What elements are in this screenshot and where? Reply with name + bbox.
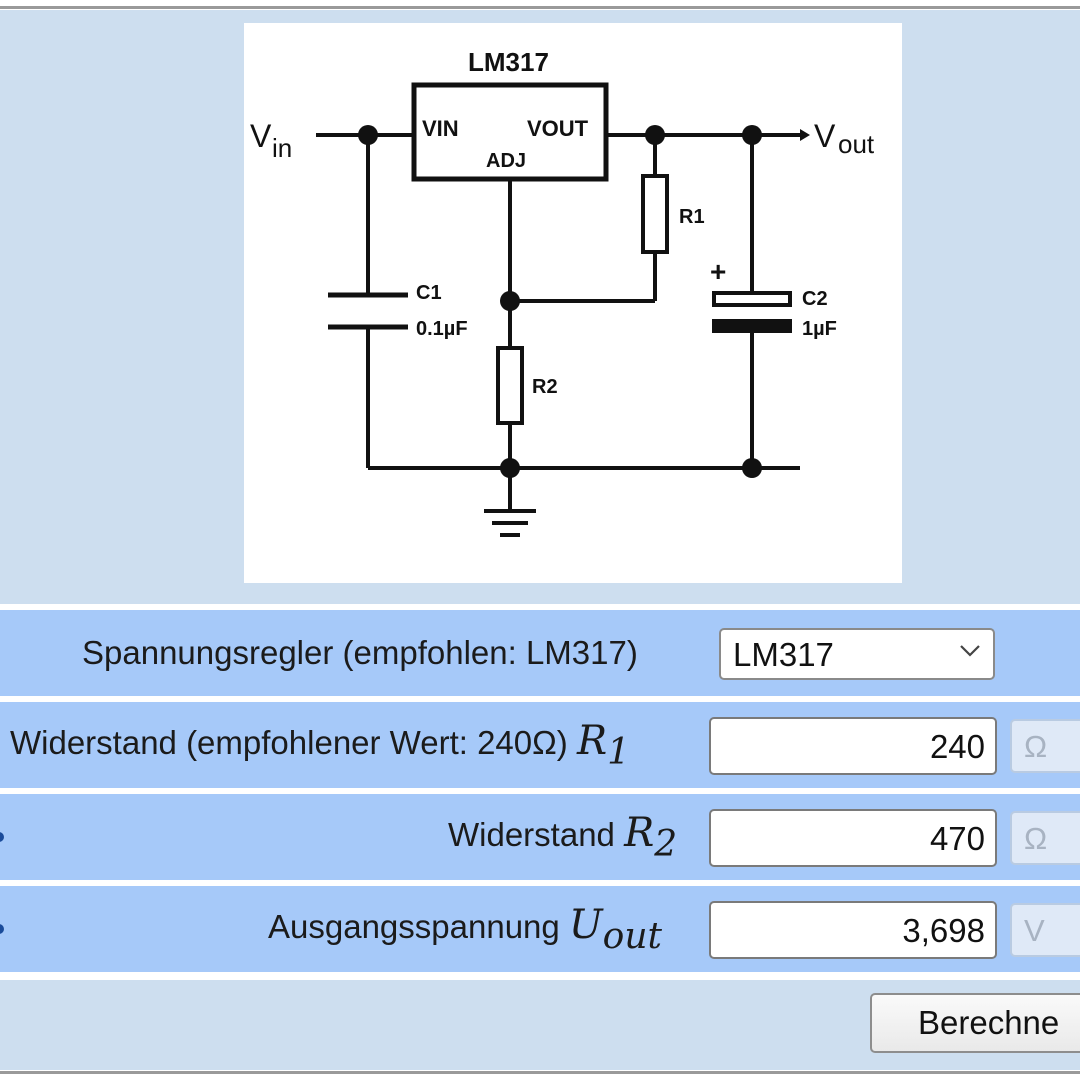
c2-name-label: C2 bbox=[802, 288, 828, 310]
vin-label: V bbox=[250, 118, 272, 154]
regulator-label: Spannungsregler (empfohlen: LM317) bbox=[82, 634, 638, 671]
r1-symbol: R1 bbox=[576, 718, 630, 773]
r1-label-text: Widerstand (empfohlener Wert: 240Ω) bbox=[10, 724, 568, 761]
calculate-button[interactable]: Berechne bbox=[870, 993, 1080, 1053]
c2-value-label: 1µF bbox=[802, 318, 837, 340]
calculate-button-label: Berechne bbox=[918, 1004, 1060, 1041]
regulator-selected-value: LM317 bbox=[733, 636, 834, 673]
uout-unit: V bbox=[1024, 913, 1045, 948]
ic-name-label: LM317 bbox=[468, 47, 549, 77]
uout-symbol: Uout bbox=[568, 902, 662, 957]
row-marker bbox=[0, 924, 4, 934]
uout-label-text: Ausgangsspannung bbox=[268, 908, 560, 945]
uout-output[interactable]: 3,698 bbox=[709, 901, 997, 959]
row-separator bbox=[0, 972, 1080, 978]
pin-vin-label: VIN bbox=[422, 116, 459, 141]
chevron-down-icon bbox=[960, 645, 980, 657]
uout-symbol-sub: out bbox=[602, 916, 662, 957]
row-separator bbox=[0, 604, 1080, 610]
c1-value-label: 0.1µF bbox=[416, 318, 468, 340]
pin-adj-label: ADJ bbox=[486, 150, 526, 172]
schematic-drawing: LM317 VIN VOUT ADJ V in V out R1 R2 C1 0… bbox=[250, 47, 875, 537]
vin-sub-label: in bbox=[272, 133, 292, 163]
r1-unit-field: Ω bbox=[1010, 719, 1080, 773]
r1-input[interactable]: 240 bbox=[709, 717, 997, 775]
r2-label: Widerstand R2 bbox=[448, 810, 677, 865]
c2-polarity-label: + bbox=[710, 256, 726, 287]
row-separator bbox=[0, 880, 1080, 886]
r1-label: R1 bbox=[679, 206, 705, 228]
r2-symbol: R2 bbox=[624, 810, 677, 865]
r1-input-value: 240 bbox=[929, 728, 985, 765]
uout-unit-field: V bbox=[1010, 903, 1080, 957]
r2-input[interactable]: 470 bbox=[709, 809, 997, 867]
uout-output-value: 3,698 bbox=[902, 912, 985, 949]
r2-symbol-sub: 2 bbox=[654, 824, 678, 865]
row-separator bbox=[0, 696, 1080, 702]
c1-name-label: C1 bbox=[416, 282, 442, 304]
r1-label: Widerstand (empfohlener Wert: 240Ω) R1 bbox=[10, 718, 630, 773]
r2-symbol-main: R bbox=[624, 810, 655, 856]
r1-unit: Ω bbox=[1024, 729, 1048, 764]
lm317-schematic: LM317 VIN VOUT ADJ V in V out R1 R2 C1 0… bbox=[244, 23, 902, 583]
pin-vout-label: VOUT bbox=[527, 116, 589, 141]
top-divider bbox=[0, 6, 1080, 9]
row-marker bbox=[0, 832, 4, 842]
r1-symbol-main: R bbox=[576, 718, 608, 764]
regulator-select[interactable]: LM317 bbox=[719, 628, 995, 680]
r2-unit-field: Ω bbox=[1010, 811, 1080, 865]
r2-label: R2 bbox=[532, 376, 558, 398]
r2-label-text: Widerstand bbox=[448, 816, 615, 853]
row-separator bbox=[0, 788, 1080, 794]
r2-input-value: 470 bbox=[929, 820, 985, 857]
uout-symbol-main: U bbox=[568, 902, 603, 948]
vout-sub-label: out bbox=[838, 129, 875, 159]
uout-label: Ausgangsspannung Uout bbox=[268, 902, 662, 957]
bottom-divider bbox=[0, 1071, 1080, 1074]
r1-symbol-sub: 1 bbox=[607, 732, 630, 773]
r2-unit: Ω bbox=[1024, 821, 1048, 856]
vout-label: V bbox=[814, 118, 836, 154]
